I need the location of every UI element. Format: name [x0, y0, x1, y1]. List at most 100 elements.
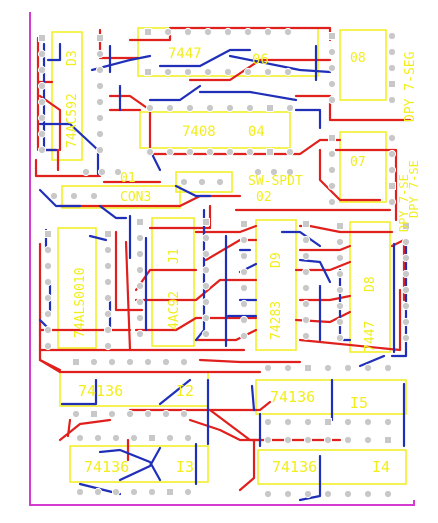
solder-pad [161, 357, 171, 367]
solder-pad [107, 409, 117, 419]
solder-pad [145, 147, 155, 157]
solder-pad [43, 277, 53, 287]
solder-pad [185, 147, 195, 157]
solder-pad [387, 31, 397, 41]
solder-pad [343, 417, 353, 427]
solder-pad [240, 220, 248, 228]
copper-trace [124, 240, 132, 352]
copper-trace [198, 358, 302, 364]
solder-pad [103, 261, 113, 271]
copper-trace [194, 328, 258, 342]
solder-pad [75, 487, 85, 497]
solder-pad [185, 103, 195, 113]
solder-pad [263, 67, 273, 77]
solder-pad [179, 357, 189, 367]
solder-pad [163, 67, 173, 77]
copper-trace [250, 384, 256, 412]
solder-pad [43, 261, 53, 271]
solder-pad [328, 32, 336, 40]
copper-trace [390, 242, 408, 358]
solder-pad [283, 67, 293, 77]
label-d10-part: 74ALS0010 [73, 268, 88, 338]
component-outline-7408 [139, 111, 291, 149]
solder-pad [201, 249, 211, 259]
solder-pad [179, 409, 189, 419]
solder-pad [245, 147, 255, 157]
solder-pad [263, 489, 273, 499]
solder-pad [401, 269, 411, 279]
solder-pad [335, 237, 345, 247]
solder-pad [125, 409, 135, 419]
label-d9-part: 74283 [269, 301, 284, 340]
solder-pad [203, 27, 213, 37]
component-outline-i4 [257, 449, 407, 485]
copper-trace [228, 54, 332, 74]
label-d8-ref: D8 [363, 276, 378, 292]
solder-pad [111, 487, 121, 497]
copper-trace [34, 158, 102, 178]
solder-pad [327, 197, 337, 207]
solder-pad [304, 364, 312, 372]
solder-pad [111, 433, 121, 443]
solder-pad [183, 67, 193, 77]
solder-pad [303, 417, 313, 427]
solder-pad [143, 357, 153, 367]
solder-pad [402, 222, 410, 230]
component-outline-i3 [69, 445, 209, 483]
solder-pad [263, 363, 273, 373]
solder-pad [343, 489, 353, 499]
solder-pad [135, 329, 145, 339]
solder-pad [387, 95, 397, 105]
solder-pad [165, 103, 175, 113]
label-7447-top-ref: 06 [252, 52, 269, 68]
solder-pad [387, 165, 397, 175]
solder-pad [384, 436, 392, 444]
solder-pad [165, 147, 175, 157]
copper-trace [58, 418, 112, 442]
solder-pad [323, 489, 333, 499]
copper-trace [148, 138, 342, 156]
copper-trace [294, 108, 322, 130]
solder-pad [335, 253, 345, 263]
solder-pad [388, 80, 396, 88]
solder-pad [401, 333, 411, 343]
solder-pad [163, 27, 173, 37]
solder-pad [125, 357, 135, 367]
solder-pad [44, 230, 52, 238]
copper-trace [60, 378, 98, 406]
solder-pad [113, 167, 123, 177]
solder-pad [135, 233, 145, 243]
solder-pad [103, 277, 113, 287]
solder-pad [43, 309, 53, 319]
solder-pad [263, 27, 273, 37]
solder-pad [81, 167, 91, 177]
solder-pad [401, 317, 411, 327]
solder-pad [245, 103, 255, 113]
solder-pad [95, 129, 105, 139]
copper-trace [198, 90, 298, 102]
solder-pad [135, 249, 145, 259]
solder-pad [223, 67, 233, 77]
solder-pad [335, 317, 345, 327]
solder-pad [75, 433, 85, 443]
solder-pad [49, 191, 59, 201]
label-q2-ref: 02 [256, 190, 272, 205]
solder-pad [327, 95, 337, 105]
copper-trace [194, 224, 258, 234]
copper-trace [90, 54, 152, 72]
solder-pad [269, 167, 279, 177]
solder-pad [301, 283, 311, 293]
copper-trace [298, 244, 352, 252]
copper-trace [294, 94, 412, 122]
solder-pad [301, 299, 311, 309]
solder-pad [37, 81, 47, 91]
solder-pad [303, 435, 313, 445]
solder-pad [301, 267, 311, 277]
component-outline-08 [339, 29, 387, 101]
solder-pad [239, 283, 249, 293]
solder-pad [166, 488, 174, 496]
solder-pad [387, 63, 397, 73]
component-outline-d10 [57, 227, 97, 349]
label-dpy-mid-b: DPY 7-SE [397, 174, 411, 232]
component-outline-con3 [61, 185, 181, 209]
